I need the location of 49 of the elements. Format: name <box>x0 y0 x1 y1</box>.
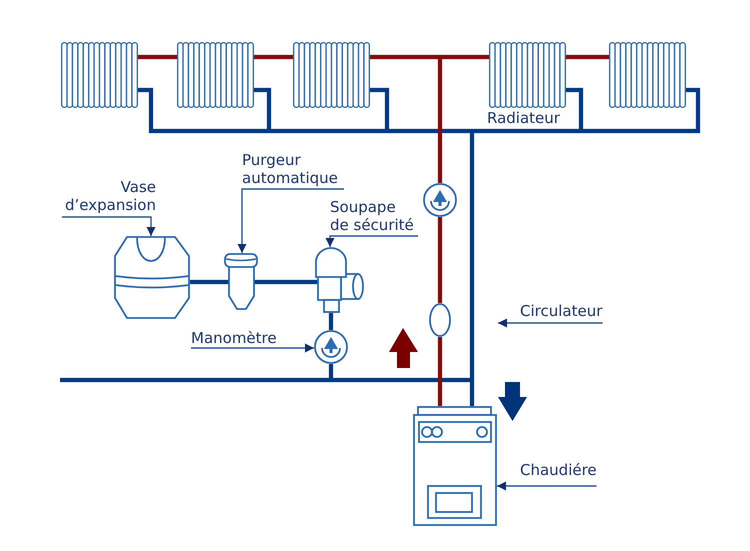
oval-fitting <box>429 303 451 337</box>
pipe <box>566 88 584 131</box>
pipe <box>581 88 700 134</box>
boiler <box>413 406 497 526</box>
part-label: Radiateur <box>487 109 560 127</box>
leader-line <box>497 482 596 490</box>
safety-valve <box>315 247 364 313</box>
pipe <box>331 378 472 382</box>
pipe <box>370 88 390 131</box>
radiator <box>293 42 370 108</box>
part-label: Vase d’expansion <box>62 178 156 217</box>
pipe <box>370 54 440 60</box>
pipe <box>438 217 442 303</box>
pipe <box>438 337 442 406</box>
air-vent <box>224 253 258 310</box>
pipe <box>566 54 609 60</box>
gauge-symbol <box>423 183 457 217</box>
pressure-gauge <box>314 330 348 364</box>
pipe <box>470 380 474 406</box>
pipe <box>328 364 334 380</box>
pipe <box>60 378 331 382</box>
expansion-vessel <box>114 236 190 319</box>
pipe <box>470 131 474 380</box>
pipe <box>438 57 442 183</box>
pipe <box>190 280 229 284</box>
leader-line <box>498 318 602 328</box>
radiator <box>177 42 254 108</box>
pipe <box>328 313 334 330</box>
leader-line <box>191 344 314 352</box>
pipe <box>472 128 581 134</box>
part-label: Chaudiére <box>520 461 597 486</box>
pipe <box>138 88 269 134</box>
pipe <box>138 54 177 60</box>
radiator <box>489 42 566 108</box>
part-label: Soupape de sécurité <box>330 198 418 236</box>
pipe <box>387 128 472 134</box>
part-label: Manomètre <box>191 329 277 348</box>
radiator <box>609 42 686 108</box>
leader-line <box>326 235 418 247</box>
part-label: Purgeur automatique <box>242 151 344 189</box>
pipe <box>440 54 489 60</box>
radiator <box>61 42 138 108</box>
leader-line <box>62 216 156 236</box>
pipe <box>254 280 318 284</box>
leader-line <box>238 188 344 253</box>
pipe <box>269 128 387 134</box>
part-label: Circulateur <box>520 302 602 323</box>
pipe <box>254 54 293 60</box>
pipe <box>254 88 272 131</box>
